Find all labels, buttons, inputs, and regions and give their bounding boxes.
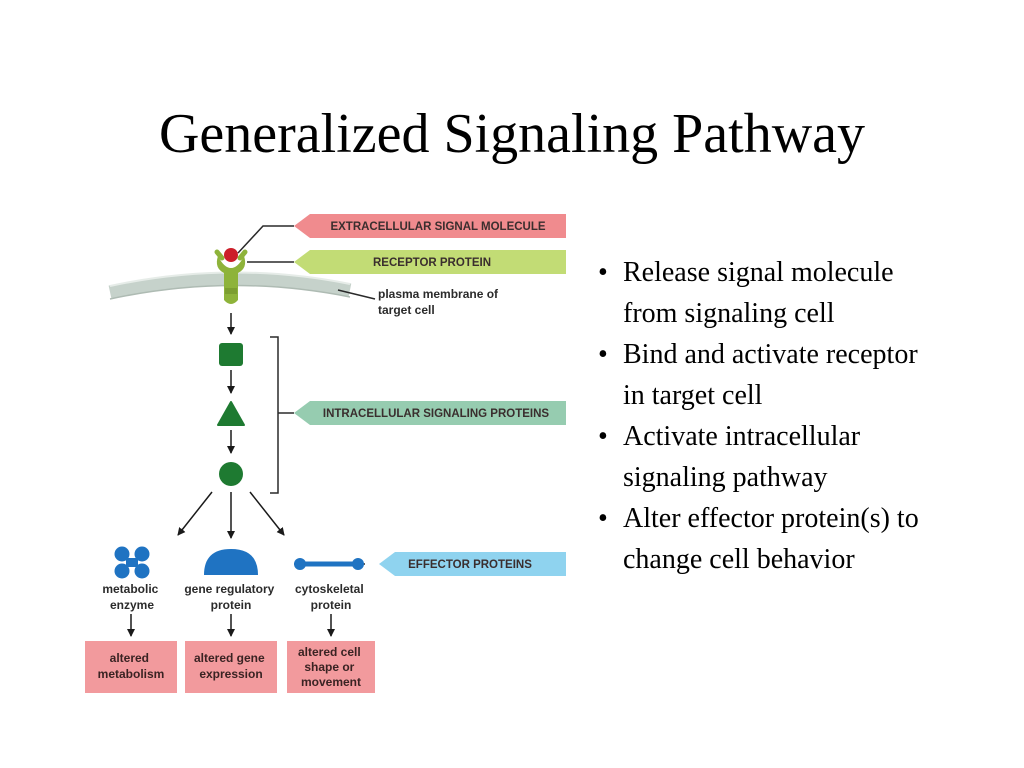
triangle-signaling-protein-icon <box>217 401 245 426</box>
bullet-item: • Activate intracellular signaling pathw… <box>596 416 1006 498</box>
signal-molecule-icon <box>224 248 238 262</box>
bullet-line: Release signal molecule <box>623 257 894 288</box>
intracellular-signaling-banner: INTRACELLULAR SIGNALING PROTEINS <box>294 401 566 425</box>
svg-text:altered cell shape or: altered cell shape or movement <box>298 645 364 689</box>
bullet-line: Bind and activate receptor <box>623 339 918 370</box>
bullet-item: • Alter effector protein(s) to change ce… <box>596 498 1006 580</box>
extracellular-signal-banner: EXTRACELLULAR SIGNAL MOLECULE <box>294 214 566 238</box>
plasma-membrane-label: plasma membrane of target cell <box>378 287 501 317</box>
bullet-line: signaling pathway <box>623 462 828 493</box>
effector-proteins-banner: EFFECTOR PROTEINS <box>379 552 566 576</box>
cross-shaped-enzyme-icon <box>114 546 150 579</box>
bullet-list: • Release signal molecule from signaling… <box>596 252 1006 580</box>
bullet-point-icon: • <box>598 421 608 452</box>
svg-text:altered gene expression: altered gene expression <box>194 651 268 681</box>
bullet-point-icon: • <box>598 257 608 288</box>
bullet-item: • Bind and activate receptor in target c… <box>596 334 1006 416</box>
bullet-line: change cell behavior <box>623 544 855 575</box>
bullet-line: in target cell <box>623 380 763 411</box>
svg-text:EFFECTOR PROTEINS: EFFECTOR PROTEINS <box>408 559 532 571</box>
svg-text:RECEPTOR PROTEIN: RECEPTOR PROTEIN <box>373 257 491 269</box>
outcome-box-metabolism: altered metabolism <box>85 641 177 693</box>
svg-text:EXTRACELLULAR SIGNAL MOLECULE: EXTRACELLULAR SIGNAL MOLECULE <box>330 221 545 233</box>
receptor-protein-banner: RECEPTOR PROTEIN <box>294 250 566 274</box>
receptor-protein-icon <box>214 249 248 304</box>
circle-signaling-protein-icon <box>219 462 243 486</box>
bullet-point-icon: • <box>598 503 608 534</box>
outcome-box-gene-expression: altered gene expression <box>185 641 277 693</box>
bullet-line: from signaling cell <box>623 298 835 329</box>
bullet-item: • Release signal molecule from signaling… <box>596 252 1006 334</box>
gene-regulatory-protein-label: gene regulatory protein <box>184 582 277 612</box>
svg-text:INTRACELLULAR SIGNALING PROTEI: INTRACELLULAR SIGNALING PROTEINS <box>323 408 549 420</box>
bullet-line: Activate intracellular <box>623 421 861 452</box>
metabolic-enzyme-label: metabolic enzyme <box>102 582 161 612</box>
bullet-point-icon: • <box>598 339 608 370</box>
svg-text:altered metabolism: altered metabolism <box>98 651 165 681</box>
square-signaling-protein-icon <box>219 343 243 366</box>
cytoskeletal-protein-label: cytoskeletal protein <box>295 582 367 612</box>
bullet-line: Alter effector protein(s) to <box>623 503 919 534</box>
half-dome-protein-icon <box>204 549 258 575</box>
outcome-box-cell-shape: altered cell shape or movement <box>287 641 375 693</box>
slide-title: Generalized Signaling Pathway <box>158 103 865 165</box>
dumbbell-filament-icon <box>294 558 364 570</box>
pathway-arrows <box>127 313 335 637</box>
